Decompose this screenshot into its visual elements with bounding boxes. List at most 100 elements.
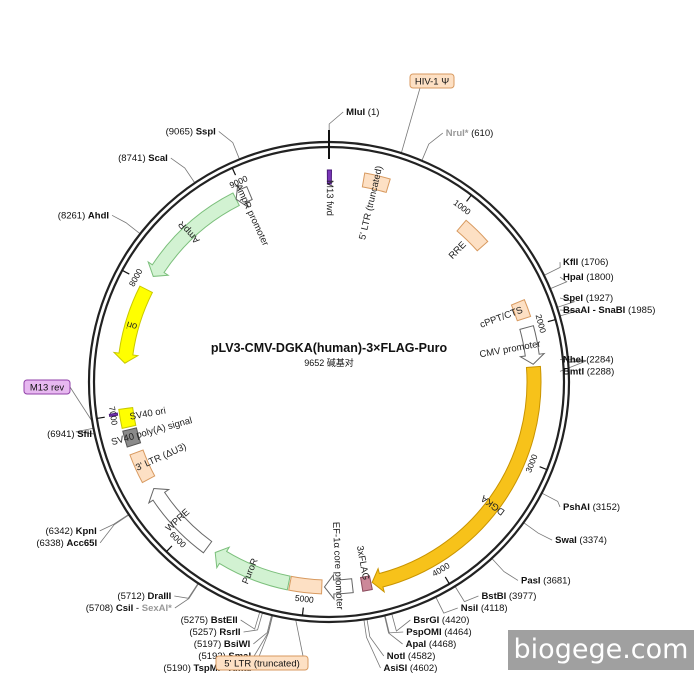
site-leader [541,492,561,508]
site-position: (5192) [198,651,225,662]
site-name: AhdI [88,210,109,221]
backbone-inner-ring [92,145,566,619]
site-position: (3374) [579,535,606,546]
site-label-noti: NotI (4582) [387,651,436,662]
site-label-rsrii: (5257) RsrII [189,627,240,638]
site-name: CsiI [116,603,133,614]
site-label-apai: ApaI (4468) [406,639,457,650]
site-name: RsrII [219,627,240,638]
m13-rev-tag-box [23,379,71,395]
site-name: NotI [387,651,405,662]
site-label-spei: SpeI (1927) [563,293,613,304]
tick-mark [539,466,548,471]
tick-mark [466,194,472,202]
feature-segment-7 [288,575,323,595]
site-extra: SexAI* [142,603,172,614]
feature-sv40-poly-a-signal [122,427,142,448]
plasmid-size: 9652 碱基对 [304,357,354,368]
ltr-truncated-tag-box [215,655,309,671]
site-name: PspOMI [406,627,441,638]
site-label-draiii: (5712) DraIII [117,591,171,602]
site-name: KflI [563,257,578,268]
site-position: (1) [368,107,380,118]
site-label-sspi: (9065) SspI [166,126,216,137]
site-leader [253,614,272,645]
site-leader [99,514,130,544]
site-position: (5190) [163,663,190,674]
site-name: BstEII [211,615,238,626]
feature-sv40-ori [118,407,137,430]
site-position: (1927) [586,293,613,304]
feature-label-3xflag: 3xFLAG [354,545,371,581]
site-position: (4464) [444,627,471,638]
tick-label: 8000 [127,267,145,289]
site-position: (2284) [586,354,613,365]
tick-mark [121,269,130,275]
feature-label-rre: RRE [447,239,469,261]
tick-label: 2000 [534,313,549,334]
site-label-nrui: NruI* (610) [446,128,494,139]
site-leader [549,276,568,290]
site-label-bsteii: (5275) BstEII [181,615,238,626]
site-label-pspomi: PspOMI (4464) [406,627,471,638]
feature-segment-17 [108,412,119,417]
site-name: BstBI [481,591,506,602]
hiv1-psi-leader [400,87,421,154]
feature-ori [112,285,154,364]
site-leader [366,618,385,657]
site-leader [384,615,404,634]
feature-label-ori: ori [125,318,138,331]
site-position: (5708) [86,603,113,614]
feature-label-m13-fwd: M13 fwd [324,180,335,216]
site-name: KpnI [76,526,97,537]
site-position: (4468) [429,639,456,650]
site-leader [243,612,263,633]
site-name: NruI* [446,128,469,139]
feature-annotations [108,169,546,601]
site-name: Acc65I [66,538,97,549]
site-leader [111,214,141,235]
site-name: SpeI [563,293,583,304]
site-label-swai: SwaI (3374) [555,535,607,546]
site-position: (4118) [481,603,508,614]
site-label-kfli: KflI (1706) [563,257,608,268]
site-name: PshAI [563,502,590,513]
site-leader [174,582,199,599]
feature-label-ef-1-core-promoter: EF-1α core promoter [330,522,345,610]
bp-ticks: 100020003000400050006000700080009000 [96,167,556,616]
site-name: AsiSI [383,663,407,674]
site-label-bstbi: BstBI (3977) [481,591,536,602]
site-leader [170,157,196,184]
site-leader-lines [69,87,587,669]
site-label-pasi: PasI (3681) [521,575,571,586]
site-leader [523,522,553,541]
site-leader [218,131,240,160]
tick-mark [301,607,304,616]
site-position: (5257) [189,627,216,638]
site-leader [240,611,261,630]
site-name: ApaI [406,639,427,650]
site-leader [556,297,576,308]
site-position: (4602) [410,663,437,674]
watermark: biogege.com [508,630,694,670]
site-position: (5197) [194,639,221,650]
site-label-mlui: MluI (1) [346,107,379,118]
tick-label: 1000 [452,197,473,217]
m13-rev-leader [69,386,93,422]
feature-label-ampr-promoter: AmpR promoter [232,182,270,247]
feature-3xflag [359,575,373,592]
site-label-bsrgi: BsrGI (4420) [413,615,469,626]
feature-puror [214,546,291,591]
site-label-hpai: HpaI (1800) [563,272,614,283]
feature-ampr [147,192,241,277]
site-label-sfii: (6941) SfiI [47,429,92,440]
site-leader [491,558,519,581]
site-position: (1985) [628,305,655,316]
tick-mark [231,167,237,176]
site-label-bsaai-snabi: BsaAI - SnaBI (1985) [563,305,655,316]
feature-rre [456,219,489,252]
site-name: NheI [563,354,584,365]
feature-label-sv40-ori: SV40 ori [129,405,167,422]
site-position: (6338) [36,538,63,549]
